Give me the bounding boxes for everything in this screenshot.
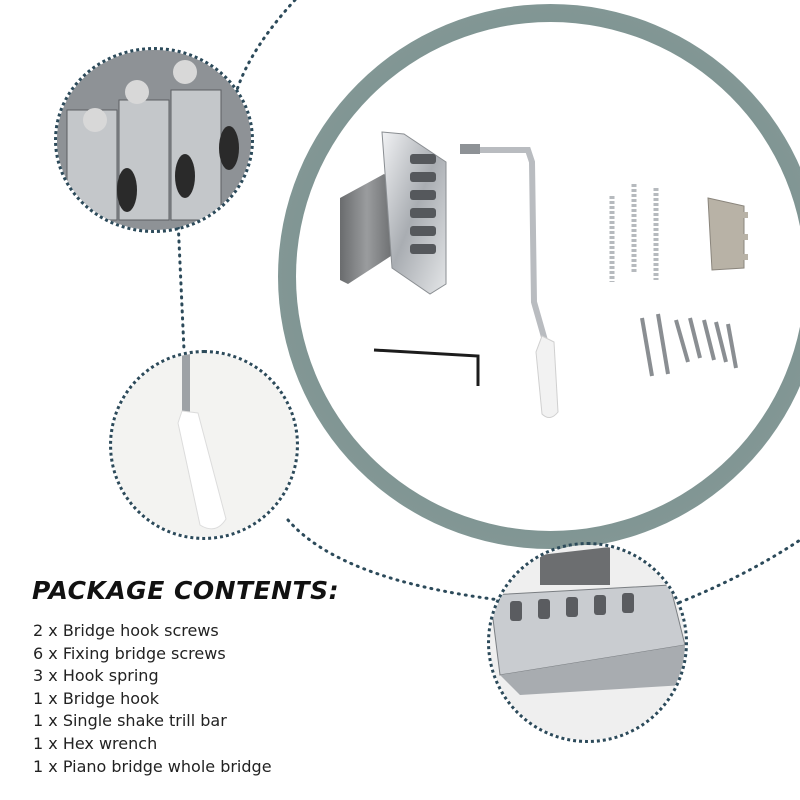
- bridge-detail-ring: [487, 542, 688, 743]
- bridge-hook-icon: [707, 197, 748, 271]
- list-item: 3 x Hook spring: [33, 666, 159, 686]
- main-circle-product-photo: [296, 22, 800, 531]
- package-contents-heading: PACKAGE CONTENTS:: [32, 576, 340, 605]
- list-item: 6 x Fixing bridge screws: [33, 643, 226, 663]
- list-item: 2 x Bridge hook screws: [33, 621, 219, 640]
- screws-icon: [640, 313, 738, 377]
- trill-bar-tip-detail-ring: [109, 350, 299, 540]
- hex-wrench-icon: [373, 348, 480, 386]
- list-item: 1 x Hex wrench: [33, 733, 158, 753]
- bridge-icon: [340, 131, 447, 295]
- saddle-detail-ring: [54, 47, 254, 233]
- hook-springs-icon: [609, 184, 659, 282]
- list-item: 1 x Single shake trill bar: [33, 711, 227, 731]
- trill-bar-icon: [460, 144, 559, 418]
- list-item: 1 x Bridge hook: [33, 688, 160, 708]
- package-contents-list: 2 x Bridge hook screws 6 x Fixing bridge…: [33, 620, 272, 778]
- list-item: 1 x Piano bridge whole bridge: [33, 756, 272, 776]
